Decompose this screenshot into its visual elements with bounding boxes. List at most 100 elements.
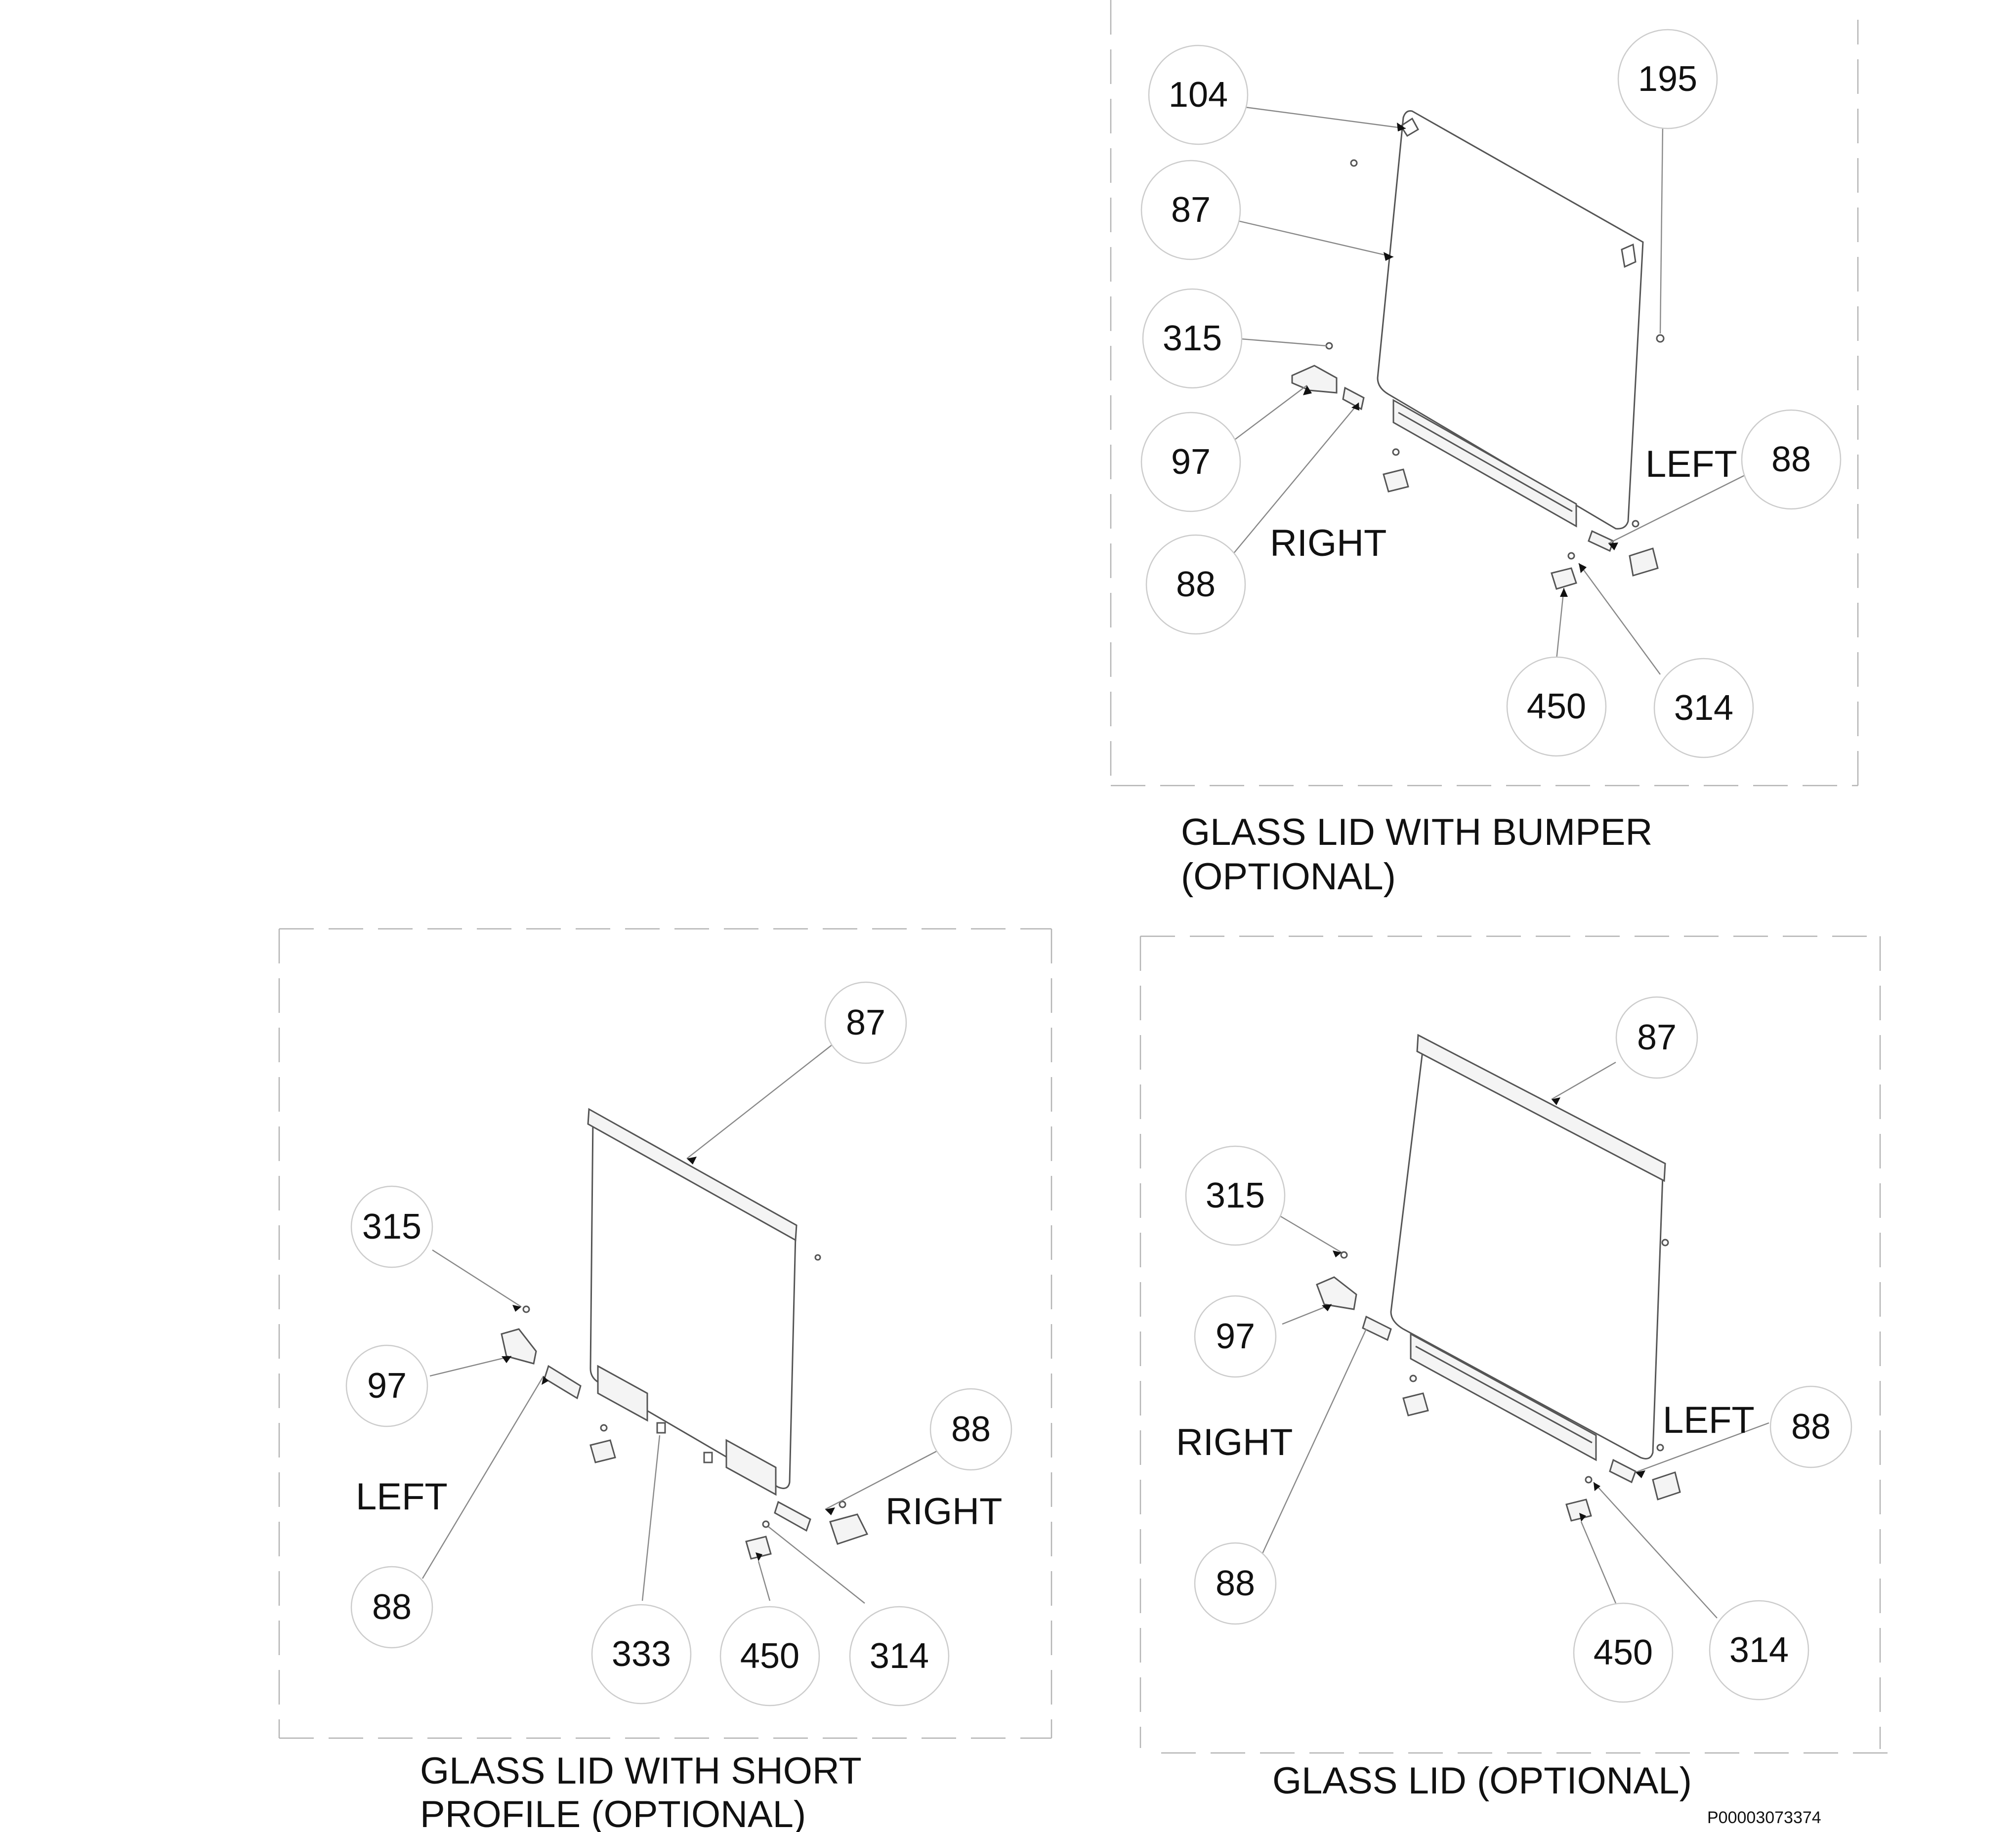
caption-line-2: (OPTIONAL) <box>1181 856 1396 898</box>
arrowhead <box>825 1507 835 1515</box>
hinge-bracket-left <box>501 1328 537 1365</box>
svg-text:88: 88 <box>951 1410 991 1449</box>
callout-88-right: 88 <box>1145 534 1246 635</box>
svg-text:314: 314 <box>1729 1630 1789 1670</box>
screw-314 <box>1567 552 1575 560</box>
callout-87: 87 <box>1140 160 1241 260</box>
caption-line-1: GLASS LID WITH SHORT <box>420 1750 862 1792</box>
side-label-left: LEFT <box>1663 1399 1755 1441</box>
svg-text:88: 88 <box>1176 565 1216 604</box>
bumper-right-corner <box>1621 243 1637 268</box>
svg-text:315: 315 <box>1206 1176 1265 1215</box>
callout-97: 97 <box>345 1344 428 1427</box>
panel-frame <box>1139 935 1888 1754</box>
hinge-bracket-left <box>1629 547 1659 577</box>
caption-line-2: PROFILE (OPTIONAL) <box>420 1793 806 1832</box>
arrowhead <box>1579 563 1587 573</box>
svg-text:195: 195 <box>1638 59 1697 99</box>
arrowhead <box>1303 385 1312 395</box>
leader-450 <box>1580 1521 1617 1604</box>
callout-87: 87 <box>824 981 907 1064</box>
panel-frame <box>1110 0 1859 787</box>
leader-97 <box>1282 1303 1332 1325</box>
callout-97: 97 <box>1140 412 1241 512</box>
leader-88-left <box>1635 1422 1769 1473</box>
lid-bottom-profile <box>1410 1332 1597 1461</box>
callout-314: 314 <box>1653 658 1754 758</box>
screw-315 <box>522 1305 530 1313</box>
lid-profile-groove <box>1398 412 1573 512</box>
arrowhead <box>1579 1513 1586 1522</box>
bracket-center <box>1402 1392 1429 1416</box>
hinge-pin-left <box>1588 530 1614 552</box>
leader-87 <box>1222 216 1394 258</box>
arrowhead <box>1608 542 1618 550</box>
svg-text:315: 315 <box>1163 319 1222 358</box>
hinge-bracket-right <box>1316 1276 1357 1310</box>
arrowhead <box>687 1157 697 1165</box>
arrowhead <box>1397 123 1406 131</box>
leader-315 <box>1274 1212 1342 1253</box>
svg-text:88: 88 <box>1791 1407 1831 1447</box>
hinge-pin-right <box>1362 1315 1392 1341</box>
document-id: P00003073374 <box>1707 1808 1821 1827</box>
arrowhead <box>1594 1482 1600 1491</box>
svg-text:314: 314 <box>1674 688 1733 728</box>
leader-88-right <box>1259 1329 1367 1559</box>
svg-text:333: 333 <box>612 1634 671 1674</box>
callout-333: 333 <box>591 1604 692 1705</box>
lid-profile-groove <box>1415 1345 1593 1444</box>
arrowhead <box>1351 403 1359 411</box>
leader-88-left <box>421 1375 545 1579</box>
callout-314: 314 <box>849 1606 950 1707</box>
spacer-center <box>703 1452 713 1463</box>
leader-333 <box>641 1435 661 1601</box>
leader-314 <box>1593 1482 1718 1619</box>
callout-87: 87 <box>1615 996 1698 1079</box>
callout-88-left: 88 <box>350 1566 433 1649</box>
leader-315 <box>1235 337 1327 347</box>
leader-88-right <box>825 1449 939 1510</box>
short-profile-left <box>597 1365 648 1422</box>
arrowhead <box>542 1376 548 1385</box>
screw-88-right <box>839 1500 846 1508</box>
arrowhead <box>1322 1304 1332 1311</box>
lid-bottom-profile <box>1392 399 1577 528</box>
spring-hinge-right <box>774 1500 811 1532</box>
spring-hinge-left <box>544 1365 582 1400</box>
screw-lid <box>814 1254 821 1261</box>
arrowhead <box>756 1552 762 1561</box>
hinge-pin-left <box>1609 1458 1637 1484</box>
caption-line-1: GLASS LID WITH BUMPER <box>1181 811 1652 853</box>
svg-text:450: 450 <box>740 1636 799 1676</box>
screw-lid <box>1661 1239 1669 1247</box>
callout-195: 195 <box>1617 29 1718 129</box>
hinge-bracket-right <box>829 1513 869 1545</box>
leader-88-right <box>1225 402 1359 564</box>
arrowhead <box>1552 1097 1560 1105</box>
callout-88-left: 88 <box>1741 409 1842 510</box>
svg-text:450: 450 <box>1527 687 1586 726</box>
leader-450 <box>1555 587 1565 660</box>
panel-glass-lid-with-short-profile: 87 315 97 88 88 333 450 314 LEFT RIGHT G… <box>278 928 1052 1832</box>
svg-text:315: 315 <box>362 1207 421 1247</box>
svg-text:88: 88 <box>1216 1564 1255 1603</box>
panel-frame <box>278 928 1052 1739</box>
bracket-center <box>589 1439 616 1463</box>
bracket-center <box>1383 468 1409 493</box>
leader-97 <box>1231 385 1307 443</box>
lid-top-profile <box>587 1108 798 1242</box>
bracket-450 <box>1551 567 1577 590</box>
arrowhead <box>502 1356 511 1363</box>
svg-text:87: 87 <box>846 1003 885 1042</box>
leader-87 <box>686 1042 836 1159</box>
bracket-450 <box>1565 1499 1592 1522</box>
short-profile-right <box>725 1439 777 1496</box>
screw-center <box>1409 1374 1417 1382</box>
arrowhead <box>1384 252 1393 261</box>
svg-text:314: 314 <box>870 1636 929 1676</box>
bumper-top-corner <box>1399 117 1420 137</box>
svg-text:88: 88 <box>1771 440 1811 479</box>
glass-lid-panel <box>1390 1046 1664 1459</box>
